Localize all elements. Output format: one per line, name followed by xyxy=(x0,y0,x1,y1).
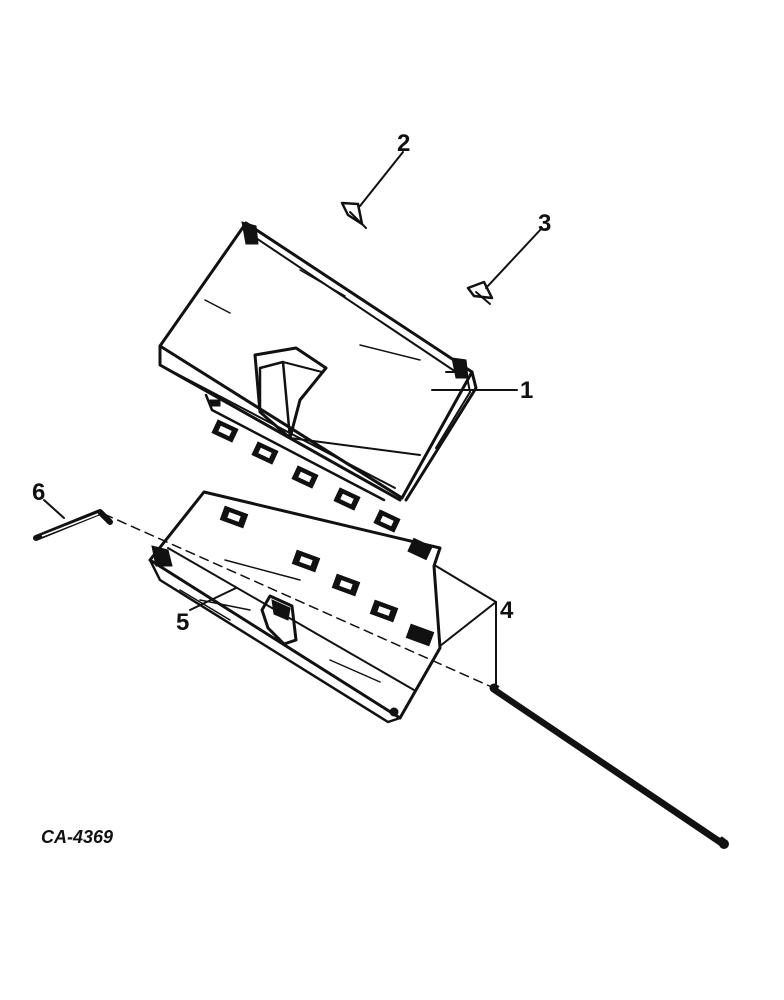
callout-5: 5 xyxy=(176,609,189,636)
part-6-pin xyxy=(33,509,113,541)
part-2-clip xyxy=(340,201,367,229)
callout-4: 4 xyxy=(500,597,514,624)
leader-lines xyxy=(43,151,543,685)
part-1-cover xyxy=(158,221,478,561)
figure-code: CA-4369 xyxy=(41,827,113,847)
callout-3: 3 xyxy=(538,210,551,237)
assembly-centerline xyxy=(103,513,495,689)
part-4-hinge-rod xyxy=(489,683,729,849)
callout-6: 6 xyxy=(32,479,45,506)
callout-1: 1 xyxy=(520,377,533,404)
callout-2: 2 xyxy=(397,130,410,157)
part-3-clip xyxy=(466,280,494,305)
part-4-hinge-plate xyxy=(148,490,442,724)
